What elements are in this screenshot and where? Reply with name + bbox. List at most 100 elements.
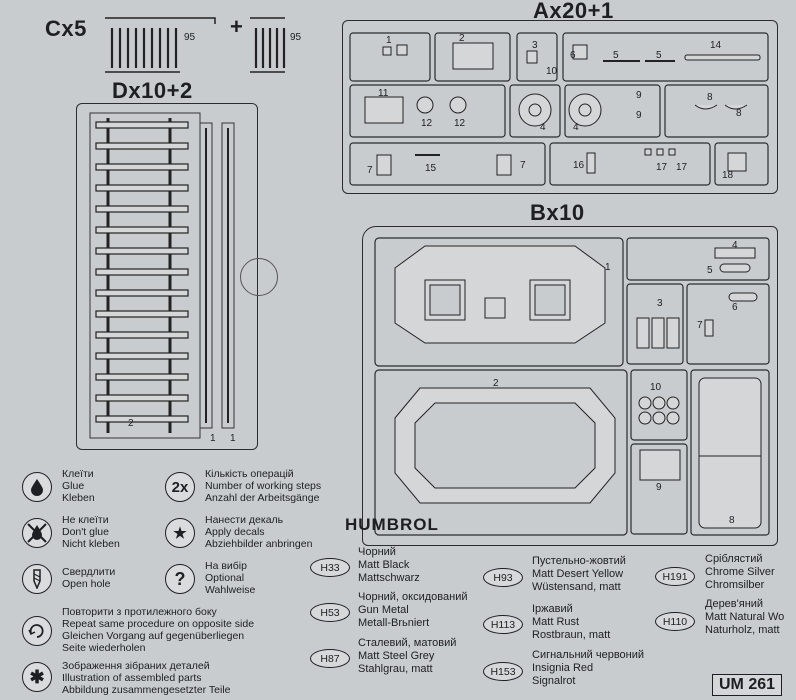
- paint-h153-text: Сигнальний червоний Insignia Red Signalr…: [532, 649, 644, 688]
- paint-h110-text: Дерев'яний Matt Natural Wo Naturholz, ma…: [705, 598, 784, 637]
- legend-drill-text: Свердлити Open hole: [62, 566, 115, 590]
- repeat-side-icon: [28, 624, 44, 638]
- paint-h53-ua: Чорний, оксидований: [358, 591, 468, 603]
- a-part-1: 1: [386, 35, 392, 46]
- legend-drill-icon: [22, 564, 52, 594]
- a-part-14: 14: [710, 40, 722, 51]
- legend-repeat-side-icon: [22, 616, 52, 646]
- a-part-4a: 4: [540, 122, 546, 133]
- sprue-d-circle: [240, 258, 278, 296]
- sprue-c-label: Cx5: [45, 16, 87, 41]
- sprue-c-plus: +: [230, 14, 244, 39]
- legend-optional-en: Optional: [205, 572, 245, 584]
- legend-repeat-icon: 2x: [165, 472, 195, 502]
- a-part-10: 10: [546, 66, 558, 77]
- paint-h113-ua: Іржавий: [532, 603, 573, 615]
- legend-repeat-side-de: Gleichen Vorgang auf gegenüberliegen: [62, 630, 245, 642]
- paint-h33-en: Matt Black: [358, 559, 410, 571]
- legend-assembled-en: Illustration of assembled parts: [62, 672, 202, 684]
- paint-h113-de: Rostbraun, matt: [532, 629, 611, 641]
- sprue-d-track-drawing: [89, 112, 235, 439]
- legend-no-glue-en: Don't glue: [62, 526, 109, 538]
- paint-h93-text: Пустельно-жовтий Matt Desert Yellow Wüst…: [532, 555, 626, 594]
- paint-h87-code: H87: [310, 649, 350, 668]
- paint-h53-en: Gun Metal: [358, 604, 409, 616]
- paint-h191-en: Chrome Silver: [705, 566, 775, 578]
- a-part-15: 15: [425, 163, 437, 174]
- a-part-7b: 7: [520, 160, 526, 171]
- legend-decal-en: Apply decals: [205, 526, 265, 538]
- a-part-3: 3: [532, 40, 538, 51]
- legend-repeat-de: Anzahl der Arbeitsgänge: [205, 492, 320, 504]
- legend-repeat-side-en: Repeat same procedure on opposite side: [62, 618, 255, 630]
- a-part-17a: 17: [656, 162, 668, 173]
- paint-h153-en: Insignia Red: [532, 662, 594, 674]
- paint-h110-en: Matt Natural Wo: [705, 611, 785, 623]
- b-part-7: 7: [697, 320, 703, 331]
- sprue-a-frame: [342, 20, 778, 194]
- paint-h110-de: Naturholz, matt: [705, 624, 780, 636]
- decal-icon: ★: [173, 525, 187, 542]
- legend-optional-ua: На вибір: [205, 560, 247, 572]
- sprue-d-part-1a: 1: [210, 433, 216, 444]
- legend-glue-ua: Клеїти: [62, 468, 94, 480]
- sprue-a-drawing: [349, 32, 769, 186]
- paint-h93-ua: Пустельно-жовтий: [532, 555, 626, 567]
- legend-glue-icon: [22, 472, 52, 502]
- a-part-5b: 5: [656, 50, 662, 61]
- paint-h87-text: Сталевий, матовий Matt Steel Grey Stahlg…: [358, 637, 456, 676]
- b-part-1: 1: [605, 262, 611, 273]
- sprue-c-drawing: [105, 17, 286, 73]
- paint-h110-code: H110: [655, 612, 695, 631]
- paint-h53-code: H53: [310, 603, 350, 622]
- legend-no-glue-text: Не клеїти Don't glue Nicht kleben: [62, 514, 120, 550]
- sprue-d-part-2: 2: [128, 418, 134, 429]
- a-part-5a: 5: [613, 50, 619, 61]
- paint-h93-code: H93: [483, 568, 523, 587]
- b-part-10: 10: [650, 382, 662, 393]
- paint-h153-ua: Сигнальний червоний: [532, 649, 645, 661]
- b-part-3: 3: [657, 298, 663, 309]
- a-part-9b: 9: [636, 110, 642, 121]
- no-glue-icon: [27, 523, 47, 543]
- glue-drop-icon: [31, 479, 43, 496]
- legend-repeat-side-ua: Повторити з протилежного боку: [62, 606, 217, 618]
- a-part-8a: 8: [707, 92, 713, 103]
- a-part-18: 18: [722, 170, 734, 181]
- paint-h33-de: Mattschwarz: [358, 572, 420, 584]
- paint-h87-de: Stahlgrau, matt: [358, 663, 433, 675]
- drill-icon: [33, 569, 41, 589]
- b-part-8: 8: [729, 515, 735, 526]
- a-part-8b: 8: [736, 108, 742, 119]
- b-part-4: 4: [732, 240, 738, 251]
- paint-h191-de: Chromsilber: [705, 579, 765, 591]
- legend-decal-text: Нанести декаль Apply decals Abziehbilder…: [205, 514, 312, 550]
- legend-optional-text: На вибір Optional Wahlweise: [205, 560, 255, 596]
- b-part-9: 9: [656, 482, 662, 493]
- legend-assembled-icon: ✱: [22, 662, 52, 692]
- paint-h87-en: Matt Steel Grey: [358, 650, 435, 662]
- legend-optional-icon: ?: [165, 564, 195, 594]
- paint-h53-text: Чорний, оксидований Gun Metal Metall-Вrь…: [358, 591, 467, 630]
- legend-repeat-text: Кількість операцій Number of working ste…: [205, 468, 321, 504]
- legend-no-glue-icon: [22, 518, 52, 548]
- sprue-c-number-a: 95: [184, 32, 196, 43]
- legend-repeat-ua: Кількість операцій: [205, 468, 294, 480]
- a-part-11: 11: [378, 88, 389, 99]
- paint-h93-de: Wüstensand, matt: [532, 581, 621, 593]
- paint-h53-de: Metall-Вrьniert: [358, 617, 430, 629]
- legend-drill-ua: Свердлити: [62, 566, 116, 578]
- legend-repeat-side-text: Повторити з протилежного боку Repeat sam…: [62, 606, 254, 654]
- legend-no-glue-de: Nicht kleben: [62, 538, 120, 550]
- legend-repeat-en: Number of working steps: [205, 480, 322, 492]
- b-part-6: 6: [732, 302, 738, 313]
- sprue-c-number-b: 95: [290, 32, 302, 43]
- paint-h113-code: H113: [483, 615, 523, 634]
- humbrol-title: HUMBROL: [345, 515, 439, 534]
- legend-assembled-text: Зображення зібраних деталей Illustration…: [62, 660, 231, 696]
- a-part-12b: 12: [454, 118, 466, 129]
- legend-repeat-side-de2: Seite wiederholen: [62, 642, 146, 654]
- paint-h33-code: H33: [310, 558, 350, 577]
- legend-glue-de: Kleben: [62, 492, 95, 504]
- legend-no-glue-ua: Не клеїти: [62, 514, 109, 526]
